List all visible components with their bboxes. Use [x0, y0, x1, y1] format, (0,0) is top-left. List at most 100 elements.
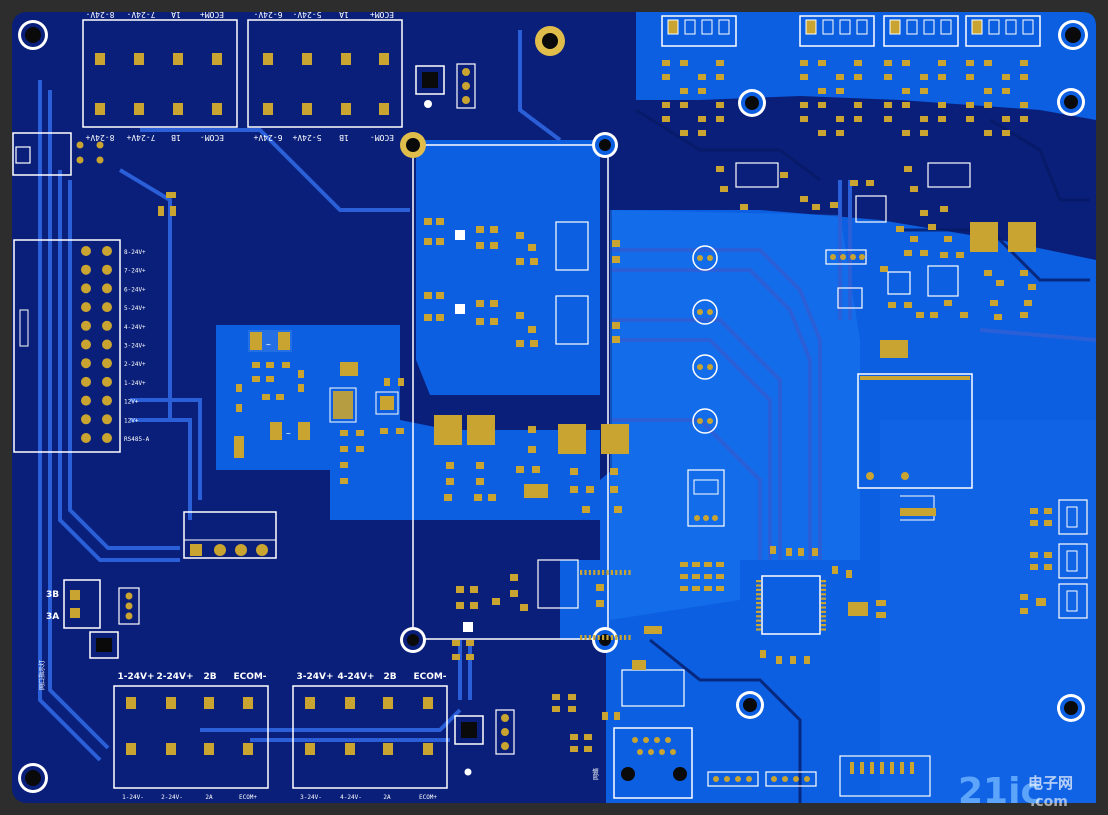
header-pin: [81, 358, 91, 369]
bl-top-label-2: 2-24V+: [156, 672, 193, 682]
smd-pad: [720, 186, 728, 192]
mount-hole-top-gold: [535, 26, 565, 56]
smd-pad: [866, 180, 874, 186]
led-indicators: [692, 245, 718, 434]
mcu-pin: [619, 635, 622, 640]
smd-pad: [596, 600, 604, 607]
bottom-mid-terminal-block: 3-24V+ 4-24V+ 2B ECOM- 3-24V- 4-24V- 2A …: [292, 672, 448, 801]
led-pad: [697, 309, 703, 315]
terminal-4pin: [965, 15, 1041, 47]
watermark-21ic: 21ic 电子网 .com: [958, 771, 1073, 812]
tl-bot-label-1: 8-24V+: [85, 133, 114, 142]
smd-pad: [516, 340, 524, 347]
smd-pad: [1028, 284, 1036, 290]
mcu-pin: [821, 628, 826, 631]
smd-pad: [920, 250, 928, 256]
mid-right-module: [644, 469, 886, 634]
mcu-pin: [821, 602, 826, 605]
rj45-pin: [643, 737, 649, 743]
smd-pad: [928, 224, 936, 230]
smd-pad: [910, 186, 918, 192]
smd-pad: [984, 88, 992, 94]
header-pin: [81, 376, 91, 387]
label-3a: 3A: [46, 612, 59, 622]
smd-pad: [424, 314, 432, 321]
bl-top-label-4: ECOM-: [233, 672, 266, 682]
smd-pad: [716, 60, 724, 66]
smd-pad: [984, 270, 992, 276]
smd-pad: [680, 88, 688, 94]
smd-pad: [984, 130, 992, 136]
smd-pad: [530, 340, 538, 347]
center-module-outline: [400, 132, 618, 653]
mcu-pin: [821, 593, 826, 596]
led-outline: [692, 408, 718, 434]
terminal-pin: [856, 19, 868, 35]
header-pin: [102, 264, 112, 275]
smd-pad: [960, 312, 968, 318]
smd-pad: [798, 548, 804, 556]
smd-pad: [470, 602, 478, 609]
smd-pad: [476, 226, 484, 233]
header-pin: [81, 246, 91, 256]
watermark-domain: .com: [1030, 794, 1068, 810]
ethernet-label: 网络: [592, 768, 600, 780]
diode-mark: [455, 230, 465, 240]
terminal-pin: [1005, 19, 1017, 35]
mcu-pin: [756, 628, 761, 631]
bl-bot-label-3: 2A: [205, 794, 213, 801]
smd-pad: [582, 506, 590, 513]
bl-bot-label-1: 1-24V-: [122, 794, 144, 801]
smd-pad: [812, 548, 818, 556]
terminal-pin: [940, 19, 952, 35]
header-pin: [102, 433, 112, 443]
smd-pad: [680, 60, 688, 66]
terminal-pin: [906, 19, 918, 35]
smd-pad: [966, 116, 974, 122]
label-3b: 3B: [46, 590, 59, 600]
bm-bot-label-1: 3-24V-: [300, 794, 322, 801]
bl-bot-label-4: ECOM+: [239, 794, 257, 801]
led-pad: [707, 309, 713, 315]
smd-pad: [680, 102, 688, 108]
mid-4pin-connector: [183, 511, 277, 559]
smd-pad: [516, 312, 524, 319]
led-outline: [692, 299, 718, 325]
tm-bot-label-3: 1B: [339, 133, 349, 142]
mcu-pin: [821, 624, 826, 627]
smd-pad: [770, 546, 776, 554]
header-pin: [81, 283, 91, 294]
smd-pad: [804, 656, 810, 664]
smd-pad: [896, 226, 904, 232]
smd-pad: [850, 180, 858, 186]
header-pin: [81, 395, 91, 406]
smd-pad: [786, 548, 792, 556]
tl-bot-label-2: 7-24V+: [126, 133, 155, 142]
smd-pad: [1020, 60, 1028, 66]
smd-pad: [528, 446, 536, 453]
smd-pad: [698, 88, 706, 94]
left-top-smd: [158, 192, 176, 216]
smd-pad: [790, 656, 796, 664]
smd-pad: [740, 204, 748, 210]
smd-pad: [476, 318, 484, 325]
smd-pad: [476, 478, 484, 485]
rj45-pin: [670, 749, 676, 755]
smd-pad: [424, 292, 432, 299]
smd-pad: [846, 570, 852, 578]
top-left-terminal-block: ECOM+ 1A 7-24V- 8-24V- 8-24V+ 7-24V+ 1B …: [82, 10, 238, 142]
bm-bot-label-3: 2A: [383, 794, 391, 801]
header-pin: [102, 283, 112, 294]
header-pin: [81, 414, 91, 425]
copper-pour-regions: [216, 12, 1096, 803]
mcu-pin: [821, 584, 826, 587]
ethernet-rj45: 网络: [592, 660, 693, 799]
mcu-pin: [821, 588, 826, 591]
mcu-pin: [593, 570, 596, 575]
mcu-pin: [628, 570, 631, 575]
smd-pad: [818, 130, 826, 136]
mount-hole-br1: [736, 691, 764, 719]
smd-pad: [716, 74, 724, 80]
smd-pad: [966, 60, 974, 66]
mcu-pin: [624, 570, 627, 575]
